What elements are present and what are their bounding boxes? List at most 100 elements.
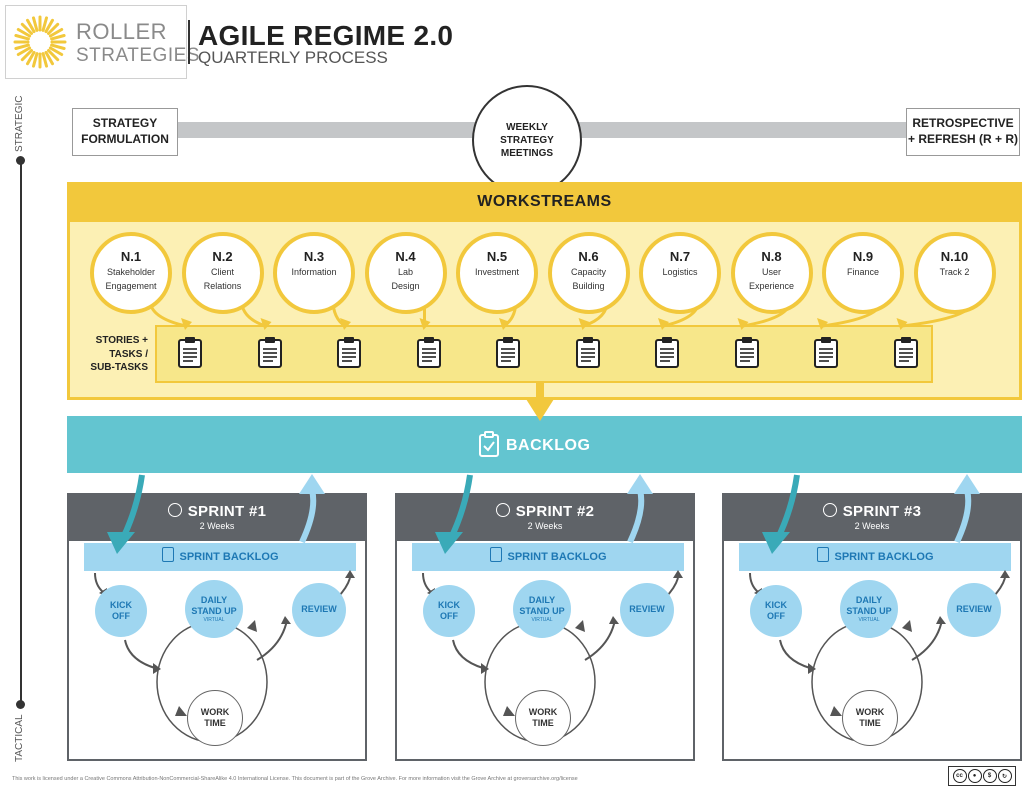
retrospective-box: RETROSPECTIVE + REFRESH (R + R) [906, 108, 1020, 156]
weekly-line1: WEEKLY [506, 121, 548, 133]
workstream-name-line2: Engagement [105, 281, 157, 292]
retrospective-line2: + REFRESH (R + R) [907, 132, 1018, 146]
standup-line1: DAILY [528, 594, 556, 605]
work-line1: WORK [855, 706, 885, 717]
standup-line2: STAND UP [519, 605, 565, 616]
workstream-code: N.5 [486, 249, 508, 264]
work-line2: TIME [859, 718, 881, 728]
backlog-clipboard-icon [479, 431, 499, 457]
stories-line3: SUB-TASKS [90, 362, 148, 373]
standup-line3: VIRTUAL [531, 617, 553, 624]
stories-band [155, 325, 933, 383]
workstream-name-line1: Finance [846, 267, 880, 277]
review-stage: REVIEW [292, 583, 346, 637]
brand-line2: STRATEGIES [76, 45, 200, 66]
sprint-title-text: SPRINT #1 [187, 503, 267, 520]
workstream-name-line1: User [761, 267, 781, 277]
workstream-code: N.3 [303, 249, 325, 264]
sprint-backlog-label: SPRINT BACKLOG [834, 551, 934, 563]
sprint-backlog-bar: SPRINT BACKLOG [84, 543, 356, 571]
axis-top-dot [16, 156, 25, 165]
workstream-code: N.4 [395, 249, 416, 264]
clipboard-icon [734, 337, 759, 368]
standup-line1: DAILY [200, 594, 228, 605]
sprint-title-text: SPRINT #2 [515, 503, 595, 520]
clipboard-icon [496, 337, 520, 368]
brand-line1: ROLLER [76, 19, 168, 44]
review-stage: REVIEW [620, 583, 674, 637]
standup-line2: STAND UP [191, 605, 237, 616]
nc-icon: $ [982, 769, 997, 783]
strategy-formulation-line2: FORMULATION [81, 132, 169, 146]
sprint-duration: 2 Weeks [527, 521, 563, 531]
backlog-band [67, 416, 1022, 473]
stories-line2: TASKS / [109, 348, 148, 360]
sprint-backlog-clipboard-icon [489, 547, 502, 562]
sprint-backlog-label: SPRINT BACKLOG [179, 551, 279, 563]
clipboard-icon [814, 337, 838, 368]
title-divider [188, 20, 190, 64]
clipboard-icon [416, 337, 441, 368]
kickoff-line2: OFF [112, 611, 130, 621]
clipboard-icon [655, 337, 679, 368]
retrospective-line1: RETROSPECTIVE [912, 116, 1014, 131]
sprint-backlog-label: SPRINT BACKLOG [507, 551, 607, 563]
sprint-duration: 2 Weeks [854, 521, 890, 531]
sprint-backlog-bar: SPRINT BACKLOG [739, 543, 1011, 571]
workstream-name-line2: Building [572, 281, 605, 292]
kickoff-line2: OFF [440, 611, 458, 621]
strategy-formulation-box: STRATEGY FORMULATION [72, 108, 178, 156]
workstream-name-line2: Experience [748, 281, 795, 292]
work-line2: TIME [532, 718, 554, 728]
clipboard-icon [893, 337, 918, 368]
kickoff-line1: KICK [765, 599, 787, 610]
workstream-name-line1: Track 2 [939, 267, 970, 277]
logo-box: ROLLER STRATEGIES [5, 5, 199, 79]
sun-logo-icon [13, 15, 67, 69]
review-stage: REVIEW [947, 583, 1001, 637]
work-line1: WORK [200, 706, 230, 717]
kickoff-line2: OFF [767, 611, 785, 621]
strategic-tactical-axis [20, 160, 22, 705]
workstreams-header: WORKSTREAMS [67, 182, 1022, 222]
sprint-backlog-bar: SPRINT BACKLOG [412, 543, 684, 571]
standup-line3: VIRTUAL [203, 617, 225, 624]
stopwatch-icon [167, 503, 182, 517]
stopwatch-icon [822, 503, 837, 517]
workstream-code: N.9 [852, 249, 874, 264]
workstream-code: N.6 [578, 249, 599, 264]
workstream-name-line1: Investment [474, 267, 520, 277]
sprint-title: SPRINT #3 [722, 503, 1022, 520]
workstream-name-line2: Design [391, 281, 420, 292]
cc-license-badge: cc ● $ ↻ [948, 766, 1016, 786]
workstream-code: N.10 [940, 249, 969, 264]
standup-line2: STAND UP [846, 605, 892, 616]
review-label: REVIEW [301, 604, 337, 615]
stories-label: STORIES + TASKS / SUB-TASKS [78, 334, 148, 375]
sa-icon: ↻ [997, 769, 1012, 783]
stories-line1: STORIES + [95, 335, 148, 346]
strategy-formulation-line1: STRATEGY [92, 116, 158, 131]
standup-line1: DAILY [855, 594, 883, 605]
standup-line3: VIRTUAL [858, 617, 880, 624]
workstream-name-line1: Logistics [662, 267, 698, 277]
weekly-strategy-meetings-circle: WEEKLY STRATEGY MEETINGS [472, 85, 582, 195]
sprint-flow-arrows [94, 474, 355, 743]
sprint-title: SPRINT #2 [395, 503, 695, 520]
workstream-name-line1: Client [210, 267, 234, 277]
